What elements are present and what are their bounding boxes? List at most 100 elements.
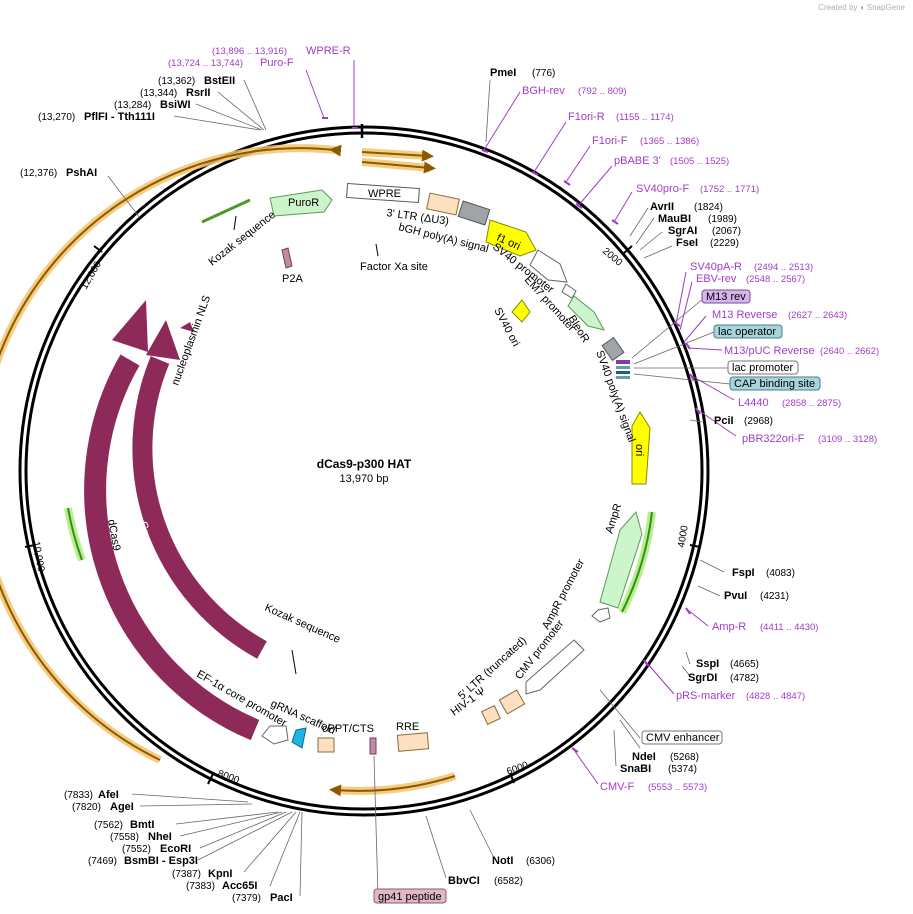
box-lac-promoter: lac promoter [732,362,793,374]
grna-scaffold-feature [291,727,307,749]
primer-m13puc-reverse: M13/pUC Reverse [724,345,814,357]
primer-labels: WPRE-R (13,896 .. 13,916) Puro-F (13,724… [168,45,879,793]
orange-arc-group [0,144,457,797]
ori-feature [631,411,651,485]
ampr-green-arc [621,511,653,613]
plasmid-name: dCas9-p300 HAT [317,457,412,471]
svg-text:(6306): (6306) [526,856,555,867]
primer-ebv-rev: EBV-rev [696,273,737,285]
site-afei: AfeI [98,789,119,801]
svg-text:(13,270): (13,270) [38,112,75,123]
cas9-label: Cas9 [137,520,153,547]
lac-promoter-marker [616,376,630,379]
em7-promoter-arrow [561,283,577,299]
svg-text:(2229): (2229) [710,238,739,249]
factorxa-label: Factor Xa site [360,261,428,273]
svg-text:(7562): (7562) [94,820,123,831]
primer-cmv-f: CMV-F [600,781,635,793]
ori-label: ori [633,444,645,456]
svg-text:(13,344): (13,344) [140,88,177,99]
dcas9-arrow-head [112,300,148,352]
tick-10000 [24,544,36,548]
ampr-promoter-label: AmpR promoter [540,557,587,631]
box-gp41-peptide: gp41 peptide [378,891,442,903]
svg-text:(3109 .. 3128): (3109 .. 3128) [818,434,877,445]
svg-text:(13,896 .. 13,916): (13,896 .. 13,916) [212,46,287,57]
svg-text:(7469): (7469) [88,856,117,867]
svg-text:(2640 .. 2662): (2640 .. 2662) [820,346,879,357]
cmv-promoter-arrow [525,639,585,695]
ltr5-box [498,689,526,715]
svg-text:(13,284): (13,284) [114,100,151,111]
lac-operator-marker [616,366,630,369]
gp41-marker [369,737,377,755]
bgh-box [457,200,491,226]
p2a-marker [281,247,293,269]
svg-text:(7379): (7379) [232,893,261,904]
factorxa-leader [375,243,379,257]
svg-text:(4665): (4665) [730,659,759,670]
wpre-feature [346,182,420,204]
ltr-box [426,192,460,216]
credit-text: Created by [818,3,858,12]
dcas9-arc [84,354,260,741]
site-labels: PmeI (776) AvrII (1824) MauBI (1989) Sgr… [20,67,795,904]
snapgene-credit: Created by ◖ SnapGene [818,3,905,12]
site-acc65i: Acc65I [222,880,257,892]
svg-text:(5268): (5268) [670,752,699,763]
site-paci: PacI [270,892,293,904]
site-pcii: PciI [714,415,734,427]
svg-text:(4083): (4083) [766,568,795,579]
svg-text:(1824): (1824) [694,202,723,213]
tick-4000 [689,544,701,548]
puror-inner-arrow [201,198,251,224]
site-bsmbi-esp3i: BsmBI - Esp3I [124,855,198,867]
svg-text:(5553 .. 5573): (5553 .. 5573) [648,782,707,793]
box-cap-binding-site: CAP binding site [734,378,815,390]
primer-puro-f: Puro-F [260,57,294,69]
sv40-polya-box [601,336,625,362]
svg-text:(2494 .. 2513): (2494 .. 2513) [754,262,813,273]
backbone-outer-ring [18,125,710,817]
f1-ori-feature [485,219,537,257]
site-sgrdi: SgrDI [688,672,717,684]
primer-f1ori-f: F1ori-F [592,135,628,147]
site-bsteii: BstEII [204,75,235,87]
primer-ticks [322,117,701,753]
tick-label-4000: 4000 [676,524,691,548]
site-nhei: NheI [148,831,172,843]
bleor-feature [567,295,605,331]
svg-text:(792 .. 809): (792 .. 809) [578,86,627,97]
primer-l4440: L4440 [738,397,769,409]
svg-text:(12,376): (12,376) [20,168,57,179]
site-ecori: EcoRI [160,843,191,855]
site-pshai: PshAI [66,167,97,179]
plasmid-length: 13,970 bp [340,473,389,485]
cppt-label: cPPT/CTS [322,723,374,735]
credit-brand: SnapGene [866,3,905,12]
cap-site-marker [616,371,630,374]
primer-pbr322ori-f: pBR322ori-F [742,433,805,445]
box-m13-rev: M13 rev [706,291,746,303]
svg-text:(776): (776) [532,68,555,79]
site-snabi: SnaBI [620,763,651,775]
left-green-arc [67,507,83,561]
box-lac-operator: lac operator [718,326,776,338]
m13-rev-marker [616,360,630,364]
box-cmv-enhancer: CMV enhancer [646,732,720,744]
tick-6000 [509,772,515,784]
svg-text:(4828 .. 4847): (4828 .. 4847) [746,691,805,702]
site-pflfi-tth111i: PflFI - Tth111I [84,111,155,123]
ampr-feature [599,510,643,609]
primer-f1ori-r: F1ori-R [568,111,605,123]
tick-8000 [207,773,214,785]
tick-label-10000: 10,000 [30,541,46,573]
svg-text:(1505 .. 1525): (1505 .. 1525) [670,156,729,167]
nls-marker [180,322,194,332]
svg-text:(7820): (7820) [72,802,101,813]
svg-text:(7833): (7833) [64,790,93,801]
site-avrii: AvrII [650,201,674,213]
kozak-top-leader [233,215,237,231]
site-leaders [107,79,725,897]
